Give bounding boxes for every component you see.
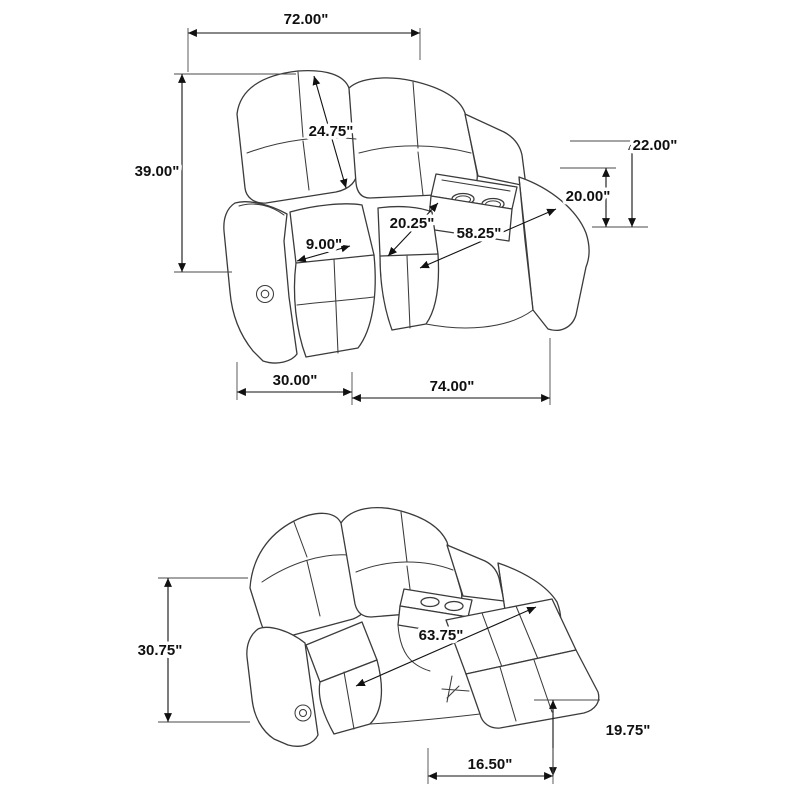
recline-mechanism: [441, 675, 470, 703]
dim-seat-to-top-label: 20.00": [566, 188, 611, 205]
dim-interior-width-label: 58.25": [457, 225, 502, 242]
left-arm: [246, 626, 319, 747]
dim-footrest-width-label: 16.50": [468, 756, 513, 773]
dim-overall-width: 72.00": [187, 8, 421, 72]
cupholder-icon: [420, 596, 440, 608]
dim-reclined-height: 30.75": [134, 577, 250, 723]
back-cushions: [249, 507, 463, 639]
power-recline-button-icon: [255, 284, 275, 304]
reclined-dimensions: 30.75" 63.75" 19.75" 16.50": [134, 577, 654, 784]
dim-arm-height-label: 22.00": [633, 137, 678, 154]
dim-side-depth-label: 30.00": [273, 372, 318, 389]
power-recline-button-icon: [294, 704, 312, 722]
dim-seat-back-height-label: 24.75": [309, 123, 354, 140]
dim-reclined-height-label: 30.75": [138, 642, 183, 659]
dim-front-width: 74.00": [352, 338, 551, 405]
dim-footrest-width: 16.50": [427, 748, 554, 784]
dim-side-depth: 30.00": [236, 362, 353, 405]
upright-view: 72.00" 39.00" 24.75" 22.00": [131, 8, 681, 405]
dim-overall-height: 39.00": [131, 73, 296, 273]
cupholder-icon: [444, 600, 464, 612]
dim-reclined-length-label: 63.75": [419, 627, 464, 644]
dim-seat-to-top: 20.00": [560, 167, 616, 227]
dim-overall-width-label: 72.00": [284, 11, 329, 28]
dim-seat-back-height: 24.75": [305, 75, 357, 189]
dim-footrest-height-label: 19.75": [606, 722, 651, 739]
upright-dimensions: 72.00" 39.00" 24.75" 22.00": [131, 8, 681, 405]
dim-seat-depth-label: 20.25": [390, 215, 435, 232]
console-back-panel: [464, 113, 527, 187]
dim-arm-height: 22.00": [570, 134, 681, 228]
reclined-view: 30.75" 63.75" 19.75" 16.50": [134, 507, 654, 784]
dim-arm-width-label: 9.00": [306, 236, 342, 253]
dim-arm-width: 9.00": [296, 233, 351, 263]
dim-reclined-length: 63.75": [355, 606, 537, 687]
dim-overall-height-label: 39.00": [135, 163, 180, 180]
dim-interior-width: 58.25": [419, 208, 557, 269]
extended-footrest: [441, 598, 600, 729]
left-arm: [223, 201, 298, 364]
dim-front-width-label: 74.00": [430, 378, 475, 395]
dim-footrest-height: 19.75": [534, 699, 654, 776]
